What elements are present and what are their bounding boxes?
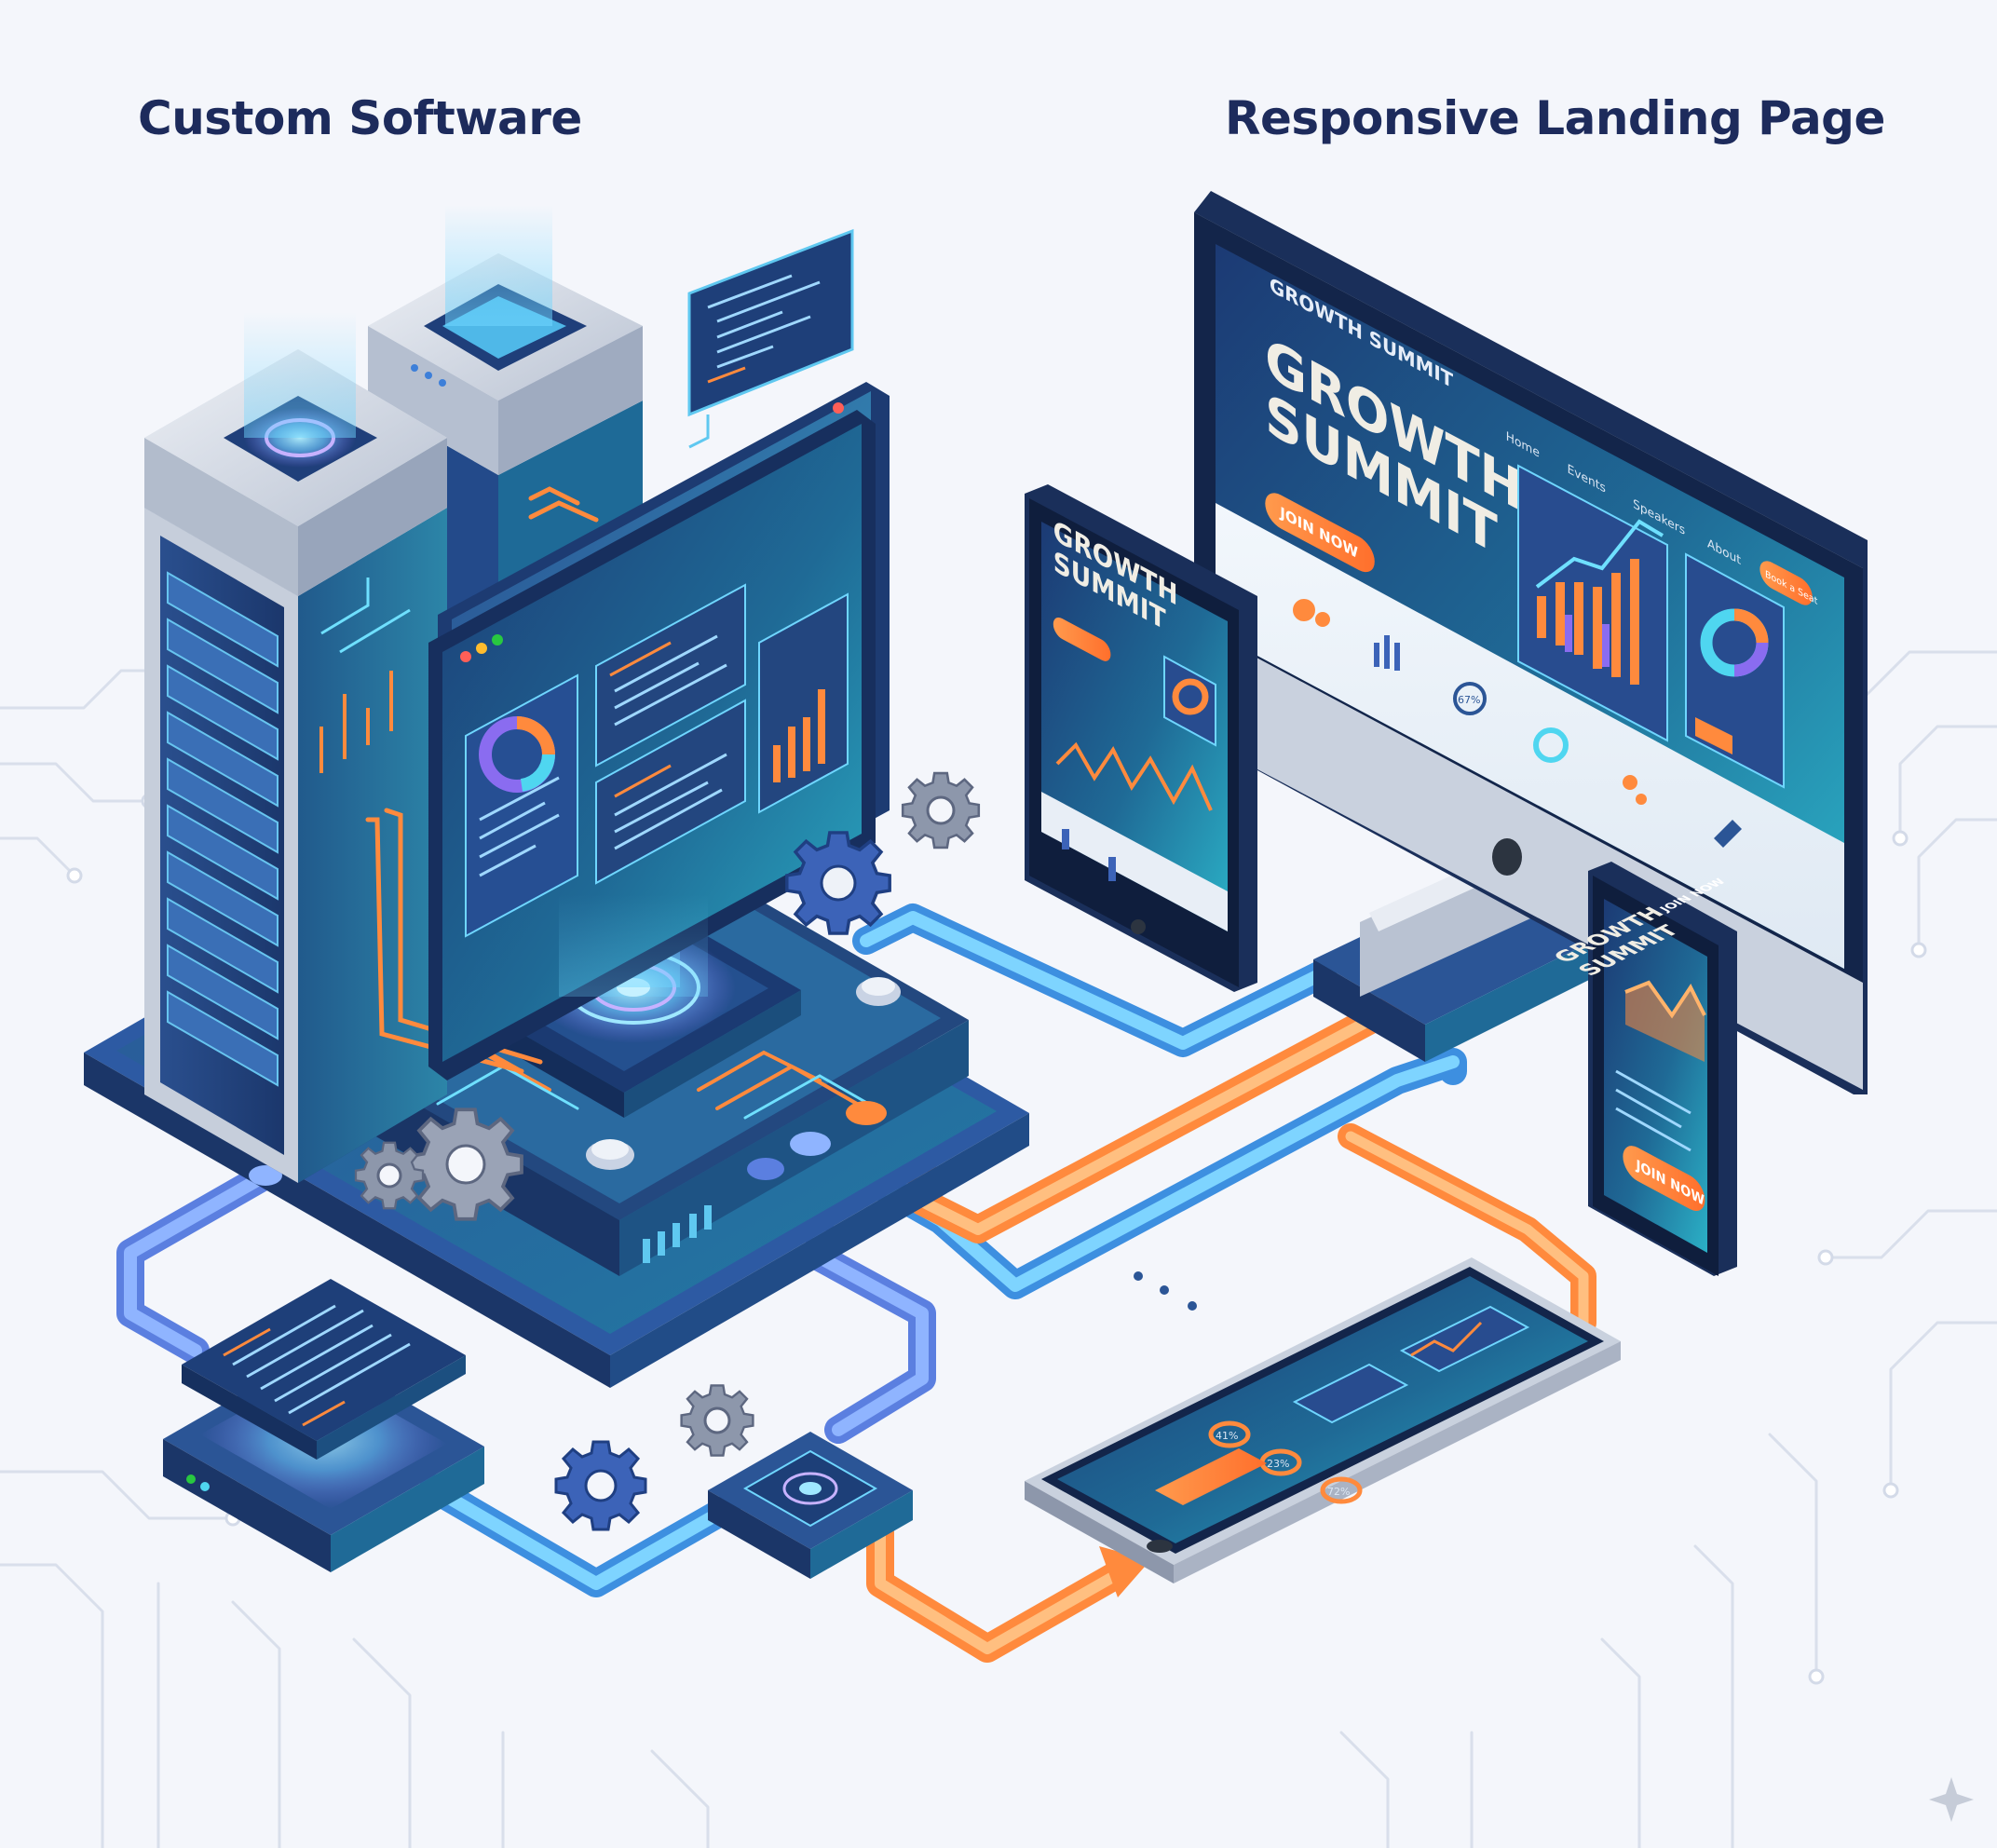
stat-3: 72%	[1327, 1486, 1350, 1498]
phone-join-button[interactable]	[1623, 1140, 1705, 1217]
gear-icon	[354, 1141, 425, 1210]
dashboard-front-panel	[428, 410, 876, 1080]
responsive-landing-page-heading: Responsive Landing Page	[1225, 91, 1885, 145]
stat-2: 23%	[1267, 1458, 1289, 1470]
code-window-icon	[687, 228, 854, 449]
chip-icon	[708, 1432, 913, 1579]
gear-icon	[408, 1107, 523, 1221]
gear-icon	[554, 1440, 647, 1531]
stat-1: 41%	[1216, 1430, 1238, 1442]
nav-cta-button[interactable]	[1759, 556, 1813, 610]
sparkle-icon	[1929, 1777, 1974, 1822]
landing-join-button[interactable]	[1265, 487, 1375, 579]
custom-software-heading: Custom Software	[138, 91, 582, 145]
gear-icon	[901, 771, 981, 849]
gear-icon	[785, 831, 891, 935]
laying-tablet-join-button[interactable]	[1155, 1448, 1267, 1505]
tablet-icon: GROWTH SUMMIT 41% 23% 72% JOIN NOW	[1025, 877, 1730, 1583]
phone-icon: JOIN NOW	[1588, 862, 1737, 1276]
gear-icon	[680, 1384, 754, 1457]
tablet-join-button[interactable]	[1053, 614, 1111, 665]
tablet-icon: GROWTH SUMMIT	[1025, 484, 1257, 992]
desktop-monitor-icon: GROWTH SUMMIT GROWTH SUMMIT JOIN NOW Hom…	[1194, 191, 1868, 1094]
feature-percent: 67%	[1458, 694, 1480, 706]
server-tower-icon	[144, 205, 643, 1183]
code-module	[163, 1279, 484, 1572]
